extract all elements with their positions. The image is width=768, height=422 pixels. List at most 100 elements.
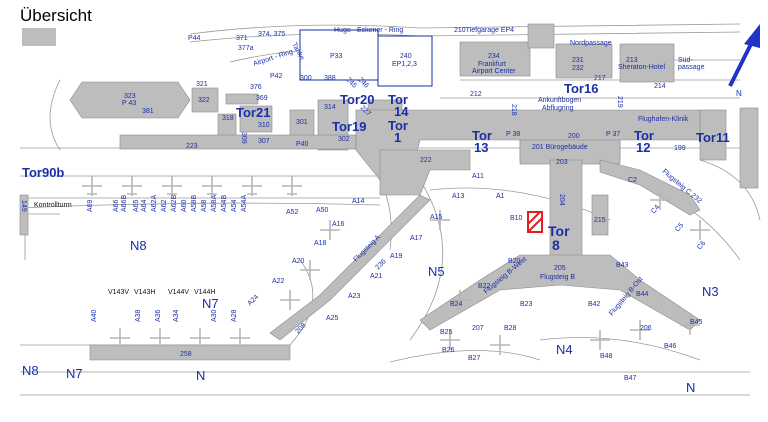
stand-a25: A25 xyxy=(326,315,339,322)
gate-tor14-line1[interactable]: Tor xyxy=(388,92,408,107)
building-footprints xyxy=(19,23,759,361)
bldg-205: 205 xyxy=(554,265,566,272)
street-abflugring: Abflugring xyxy=(542,105,574,112)
bldg-388: 388 xyxy=(324,75,336,82)
stand-a54a: A54A xyxy=(241,195,248,212)
gate-tor14-line2[interactable]: 14 xyxy=(394,104,409,119)
building-nordpassage xyxy=(527,23,555,49)
bldg-377a: 377a xyxy=(238,45,254,52)
stand-a54b: A54B xyxy=(221,195,228,212)
gate-tor8-line2[interactable]: 8 xyxy=(552,237,560,253)
bldg-369: 369 xyxy=(256,95,268,102)
bldg-212: 212 xyxy=(470,91,482,98)
bldg-p38: P 38 xyxy=(506,131,520,138)
stand-a1: A1 xyxy=(496,193,505,200)
stand-a20: A20 xyxy=(292,258,305,265)
gate-labels: Tor90b Tor21 Tor20 Tor19 Tor 14 Tor 1 To… xyxy=(22,81,730,253)
compass-arrow-icon: N xyxy=(728,24,760,98)
building-numbers: 371 377a 374, 375 P44 P33 240 EP1,2,3 23… xyxy=(20,31,686,358)
stand-a16: A16 xyxy=(332,221,345,228)
zone-n5: N5 xyxy=(428,264,445,279)
stand-b24: B24 xyxy=(450,301,463,308)
pier-c xyxy=(599,159,701,216)
terminal-strip-223 xyxy=(119,134,357,150)
stand-a18: A18 xyxy=(314,240,327,247)
zone-n7-lower: N7 xyxy=(66,366,83,381)
bldg-309: 309 xyxy=(240,132,247,144)
zone-n-mid: N xyxy=(196,368,205,383)
bldg-204: 204 xyxy=(558,194,565,206)
bldg-231a: 231 xyxy=(572,57,584,64)
aircraft-stands xyxy=(82,176,710,355)
gate-tor1-line1[interactable]: Tor xyxy=(388,118,408,133)
page-title: Übersicht xyxy=(20,6,92,25)
gate-tor1-line2[interactable]: 1 xyxy=(394,130,401,145)
building-234 xyxy=(459,41,531,77)
bldg-258: 258 xyxy=(180,351,192,358)
stand-b22: B22 xyxy=(478,283,491,290)
stand-a22: A22 xyxy=(272,278,285,285)
stand-a60: A60 xyxy=(181,199,188,212)
pier-258 xyxy=(89,344,291,361)
stand-a30: A30 xyxy=(211,309,218,322)
stand-a40: A40 xyxy=(91,309,98,322)
stand-a50: A50 xyxy=(316,207,329,214)
bldg-307: 307 xyxy=(258,138,270,145)
stand-b43: B43 xyxy=(616,262,629,269)
bldg-234c: Airport Center xyxy=(472,68,516,75)
street-flughafen-klinik: Flughafen-Klinik xyxy=(638,116,689,123)
stand-v144v: V144V xyxy=(168,289,189,296)
gate-tor13-line1[interactable]: Tor xyxy=(472,128,492,143)
bldg-323: 323 xyxy=(124,93,136,100)
bldg-218: 218 xyxy=(510,104,517,116)
terminal-222 xyxy=(379,149,471,196)
gate-tor20[interactable]: Tor20 xyxy=(340,92,374,107)
gate-tor21[interactable]: Tor21 xyxy=(236,105,270,120)
building-322 xyxy=(191,87,219,113)
bldg-207: 207 xyxy=(472,325,484,332)
bldg-203: 203 xyxy=(556,159,568,166)
stand-a62a: A62A xyxy=(151,195,158,212)
stand-a58b: A58B xyxy=(191,195,198,212)
street-tiefgarage: 210Tiefgarage EP4 xyxy=(454,27,514,34)
bldg-371: 371 xyxy=(236,35,248,42)
gate-tor19[interactable]: Tor19 xyxy=(332,119,366,134)
gate-tor12-line1[interactable]: Tor xyxy=(634,128,654,143)
bldg-p43: P 43 xyxy=(122,100,136,107)
bldg-310: 310 xyxy=(258,122,270,129)
gate-tor90b[interactable]: Tor90b xyxy=(22,165,64,180)
highlight-marker[interactable] xyxy=(527,211,543,233)
zone-n-right: N xyxy=(686,380,695,395)
bldg-222: 222 xyxy=(420,157,432,164)
gate-tor8-line1[interactable]: Tor xyxy=(548,223,570,239)
bldg-240b: EP1,2,3 xyxy=(392,61,417,68)
building-kontrollturm-label: Kontrollturm xyxy=(34,202,72,209)
zone-n4: N4 xyxy=(556,342,573,357)
street-airport-ring: Airport - Ring xyxy=(252,48,293,67)
stand-v143h: V143H xyxy=(134,289,155,296)
gate-tor11[interactable]: Tor11 xyxy=(696,130,730,145)
stand-c2: C2 xyxy=(628,177,637,184)
building-240 xyxy=(377,35,433,87)
gate-tor16[interactable]: Tor16 xyxy=(564,81,598,96)
gate-tor13-line2[interactable]: 13 xyxy=(474,140,488,155)
stand-c6: C6 xyxy=(696,240,707,251)
bldg-301: 301 xyxy=(296,119,308,126)
zone-n8-upper: N8 xyxy=(130,238,147,253)
bldg-215: 215 xyxy=(594,217,606,224)
building-213 xyxy=(619,43,675,83)
stand-v143v: V143V xyxy=(108,289,129,296)
stand-a65: A65 xyxy=(133,199,140,212)
bldg-199: 199 xyxy=(674,145,686,152)
compass-label: N xyxy=(736,89,742,98)
stand-a69: A69 xyxy=(87,199,94,212)
stand-v144h: V144H xyxy=(194,289,215,296)
zone-labels: N8 N7 N5 N4 N3 N8 N7 N N xyxy=(22,238,719,395)
stand-a38: A38 xyxy=(135,309,142,322)
stand-a36: A36 xyxy=(155,309,162,322)
gate-tor12-line2[interactable]: 12 xyxy=(636,140,650,155)
bldg-206: 206 xyxy=(640,325,652,332)
stand-a66: A66 xyxy=(113,199,120,212)
stand-b47: B47 xyxy=(624,375,637,382)
